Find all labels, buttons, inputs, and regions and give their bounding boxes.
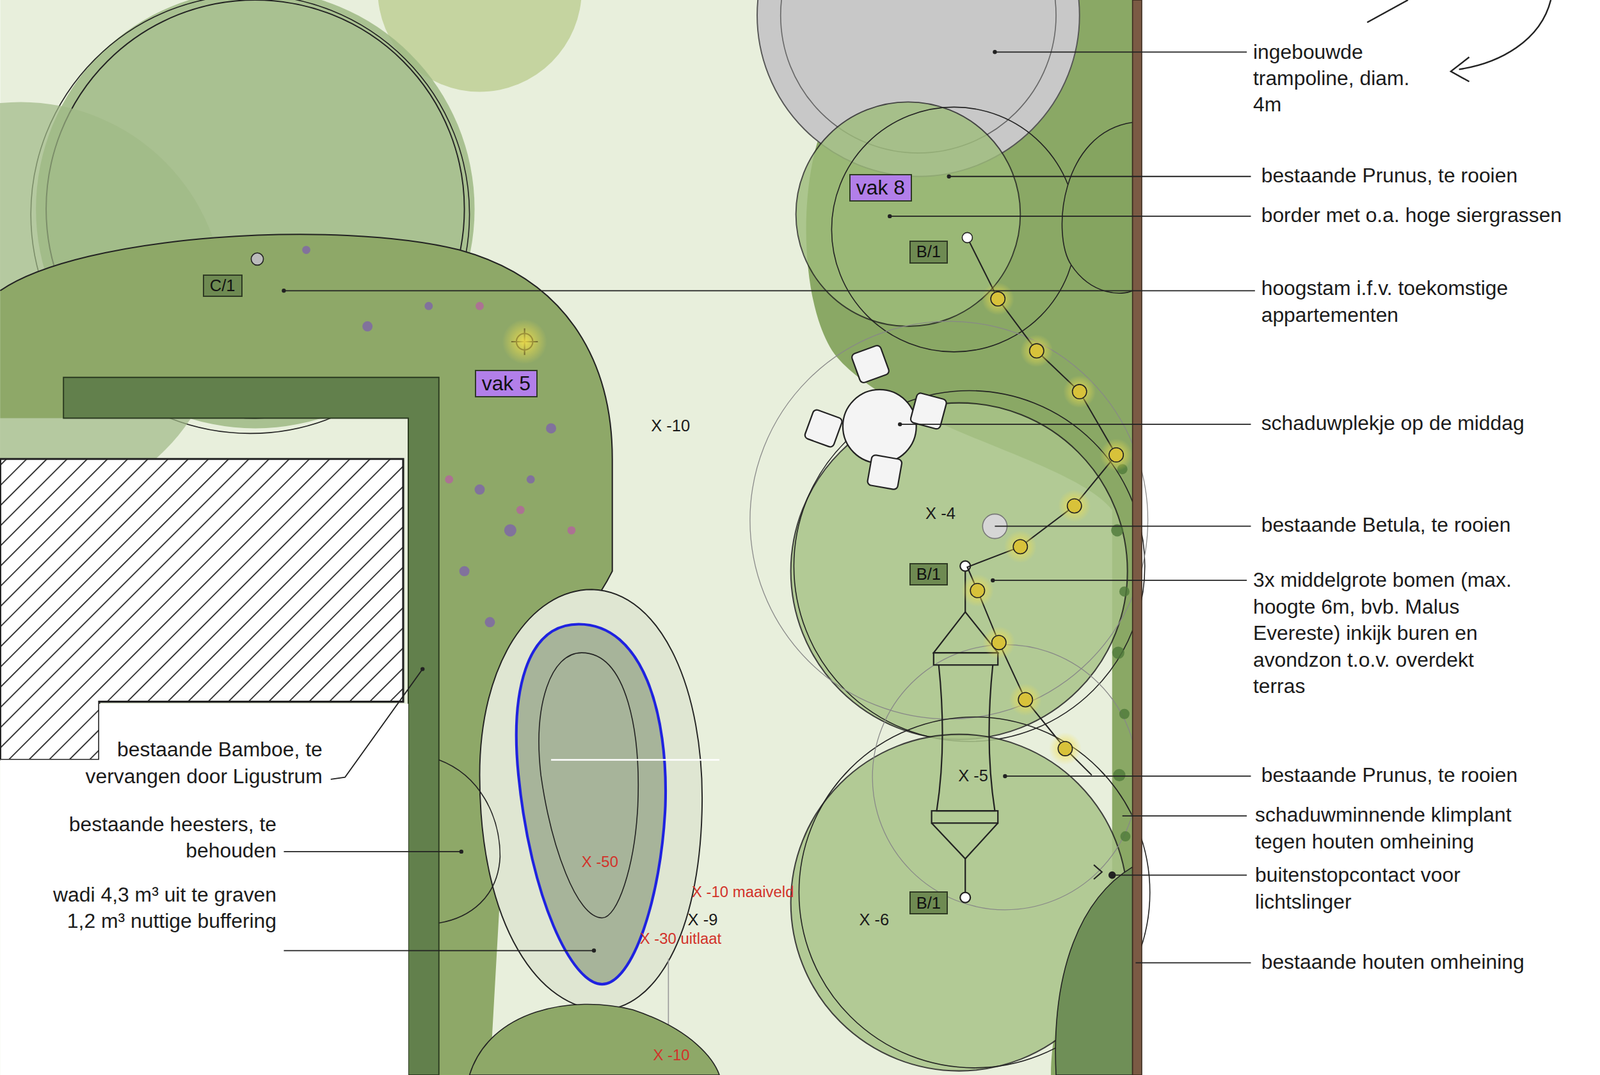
annotation: bestaande Prunus, te rooien: [1261, 762, 1594, 789]
level-mark: X -30 uitlaat: [640, 928, 773, 949]
area-tag: B/1: [909, 563, 949, 586]
level-mark: X -10: [650, 415, 733, 437]
annotation: schaduwminnende klimplant tegen houten o…: [1255, 801, 1561, 856]
area-tag: B/1: [909, 240, 949, 264]
hammock: [931, 561, 999, 904]
table: [803, 344, 948, 490]
annotation: hoogstam i.f.v. toekomstige appartemente…: [1261, 275, 1593, 329]
annotation: border met o.a. hoge siergrassen: [1261, 202, 1594, 229]
level-mark: X -50: [581, 851, 664, 872]
lights: [961, 232, 1133, 765]
level-mark: X -9: [688, 909, 770, 931]
annotation: wadi 4,3 m³ uit te graven 1,2 m³ nuttige…: [21, 881, 277, 936]
annotation: bestaande houten omheining: [1261, 949, 1594, 976]
area-tag: C/1: [202, 274, 243, 297]
tag-text: B/1: [916, 565, 941, 584]
annotation: buitenstopcontact voor lichtslinger: [1255, 862, 1470, 916]
level-mark: X -4: [925, 503, 1008, 525]
level-mark: X -5: [958, 765, 1040, 787]
annotation: bestaande heesters, te behouden: [56, 811, 277, 865]
annotation: bestaande Prunus, te rooien: [1261, 162, 1594, 189]
tag-text: C/1: [209, 276, 236, 296]
area-tag: B/1: [909, 891, 949, 914]
level-mark: X -6: [858, 909, 941, 931]
light-string: [967, 237, 1117, 776]
tree: [796, 101, 1021, 327]
tree: [791, 403, 1128, 740]
annotation: schaduwplekje op de middag: [1261, 410, 1594, 437]
area-tag: vak 8: [849, 174, 913, 202]
leader-lines: [283, 51, 1255, 963]
annotation: 3x middelgrote bomen (max. hoogte 6m, bv…: [1253, 567, 1529, 700]
annotation: bestaande Bamboe, te vervangen door Ligu…: [56, 736, 323, 790]
tag-text: B/1: [916, 894, 941, 913]
tag-text: vak 5: [481, 371, 531, 396]
tag-text: vak 8: [856, 176, 905, 200]
annotation: ingebouwde trampoline, diam. 4m: [1253, 39, 1417, 119]
fence: [1132, 0, 1142, 1075]
area-tag: vak 5: [474, 369, 539, 398]
tag-text: B/1: [916, 242, 941, 262]
level-mark: X -10: [652, 1045, 735, 1065]
annotation: bestaande Betula, te rooien: [1261, 512, 1594, 539]
level-mark: X -10 maaiveld: [691, 881, 845, 902]
